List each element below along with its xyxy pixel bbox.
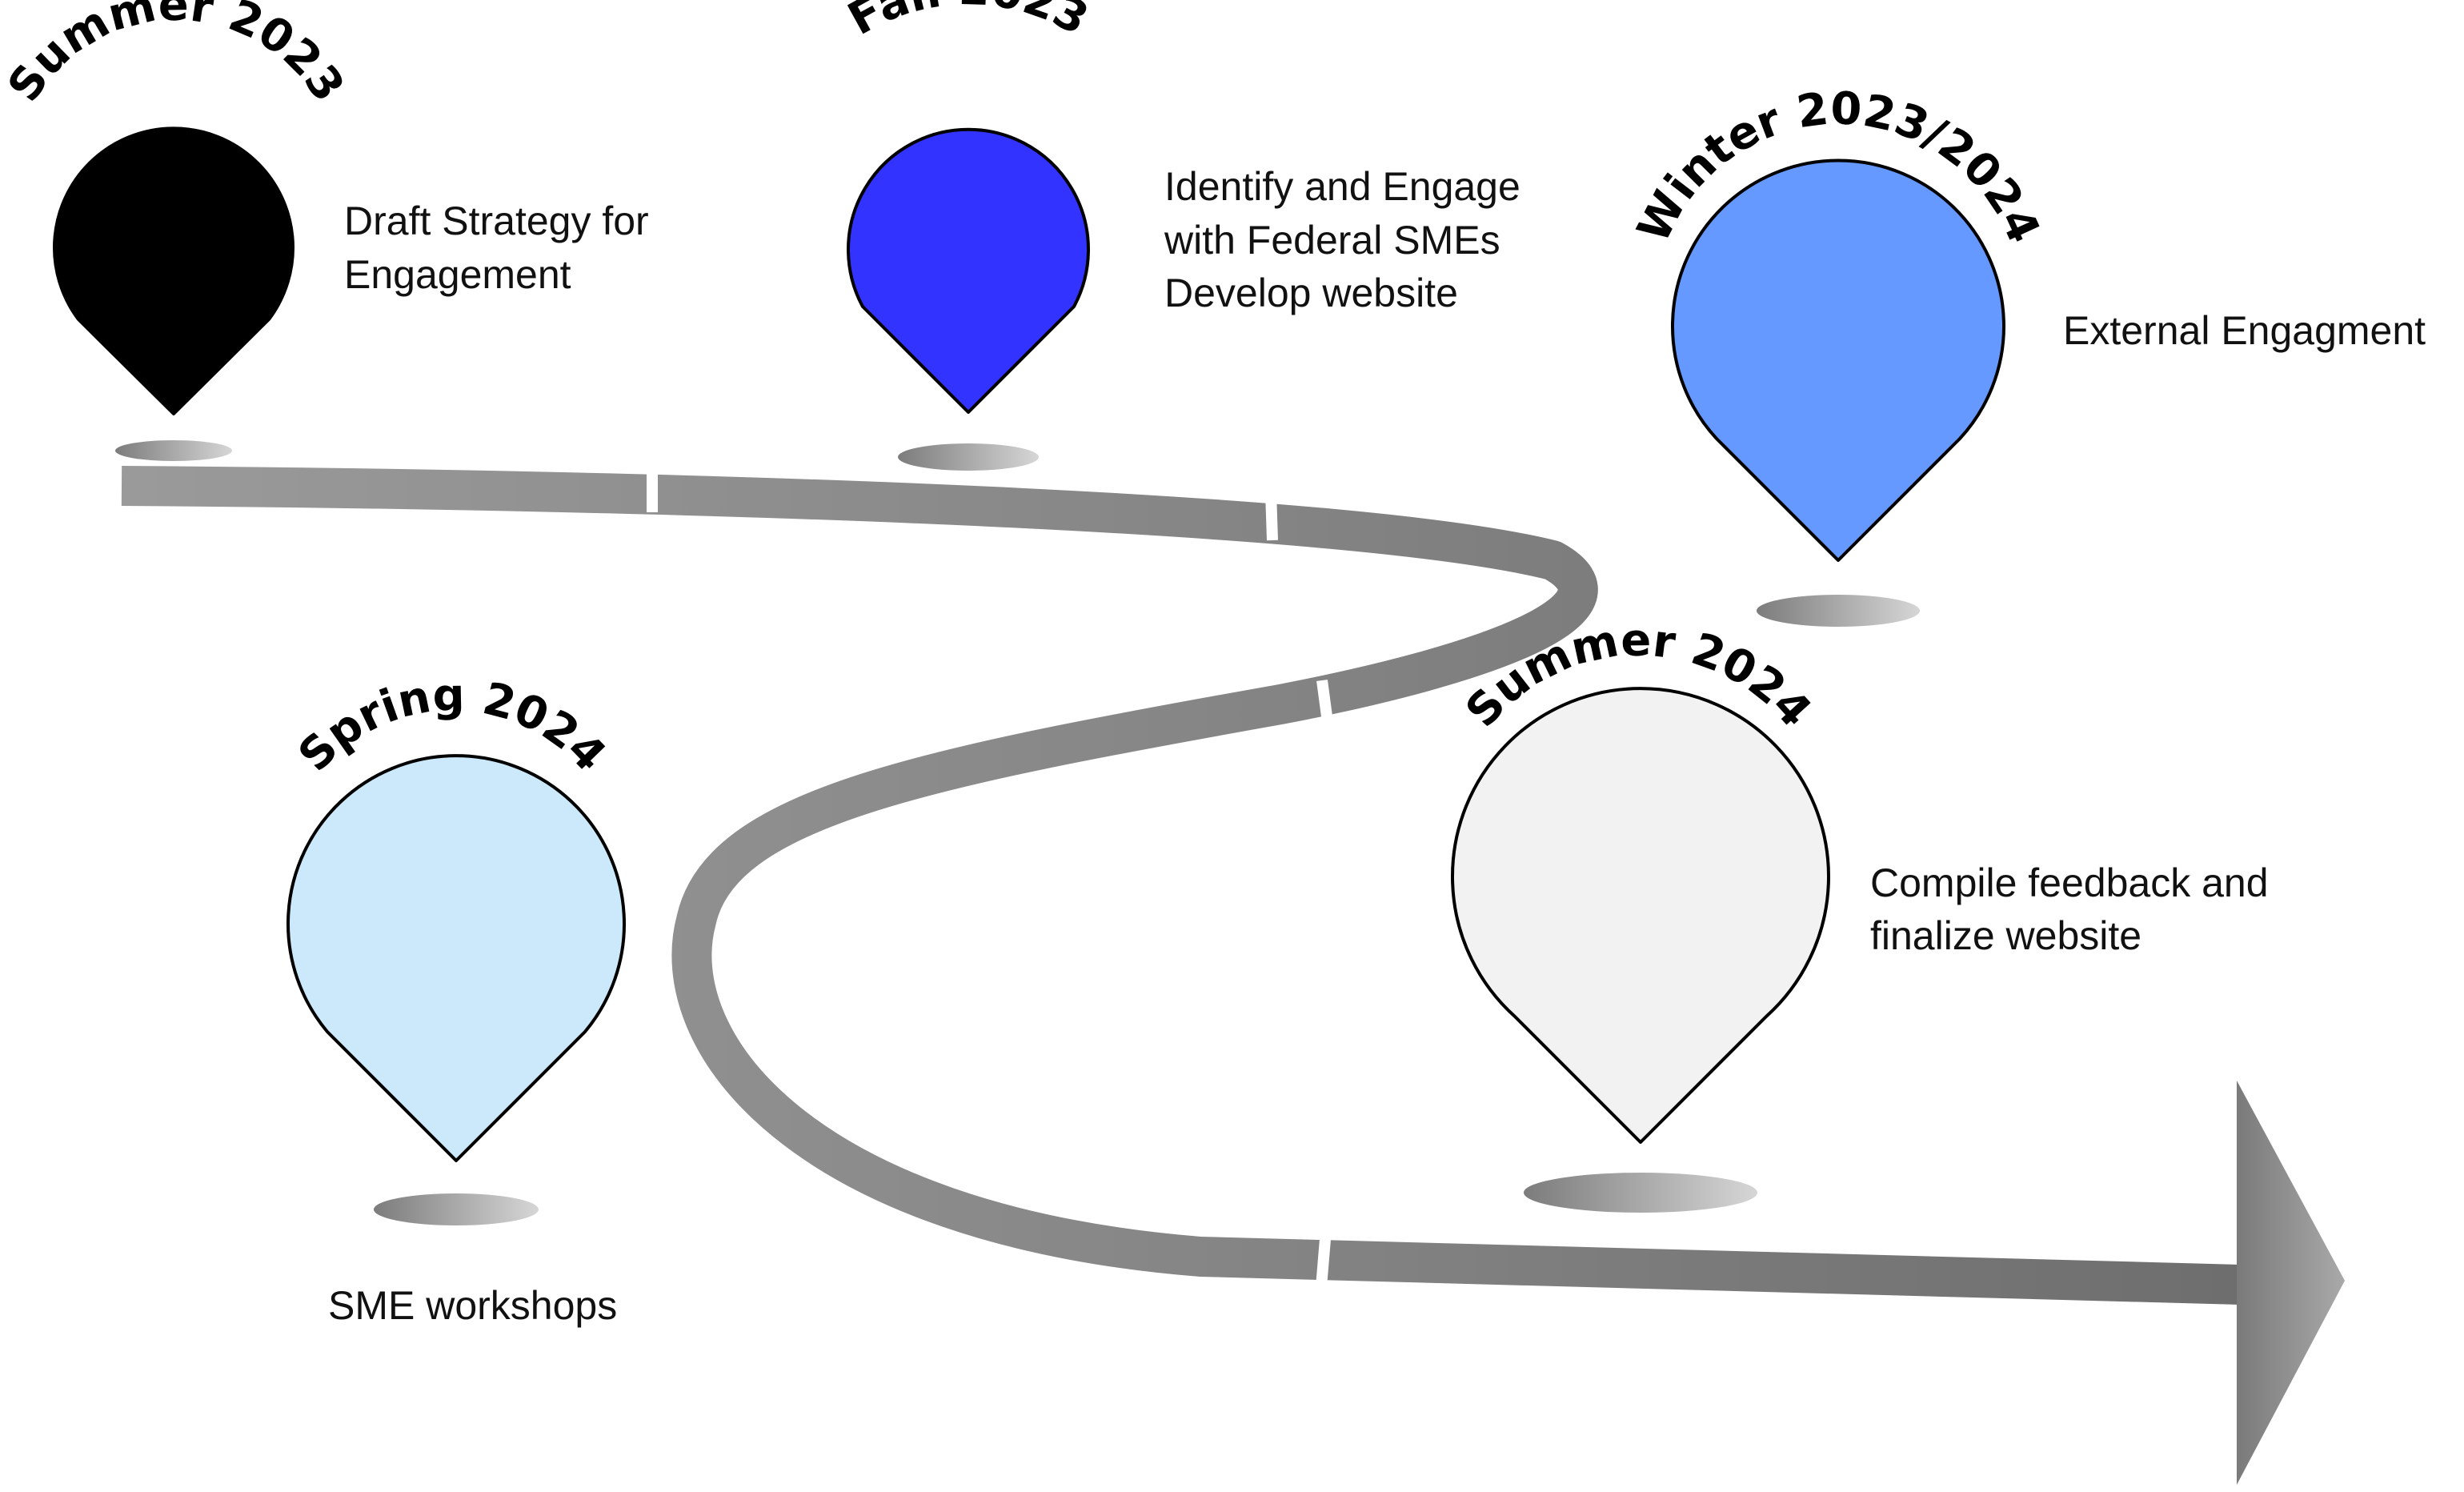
timeline-arrowhead <box>2237 1081 2345 1485</box>
winter-2023-2024-description: External Engagment <box>2063 308 2426 353</box>
road-gap <box>1265 491 1278 541</box>
pin-shadow <box>374 1193 539 1225</box>
pin-winter-2023-2024-marker <box>1671 158 2005 562</box>
spring-2024-description: SME workshops <box>328 1283 617 1328</box>
milestone-descriptions: Draft Strategy for Engagement Identify a… <box>328 164 2426 1328</box>
pin-spring-2024-marker <box>286 754 626 1162</box>
timeline-road <box>121 464 2345 1485</box>
summer-2024-description: Compile feedback and finalize website <box>1870 860 2279 958</box>
pin-shadows <box>115 440 1920 1225</box>
pin-shadow <box>1524 1173 1757 1213</box>
pin-shadow <box>898 443 1039 471</box>
fall-2023-description: Identify and Engage with Federal SMEs De… <box>1164 164 1532 315</box>
pin-shadow <box>1757 595 1920 627</box>
season-label-summer-2023: Summer 2023 <box>0 0 355 111</box>
pin-summer-2024-marker <box>1451 687 1830 1144</box>
map-pins <box>53 126 2005 1162</box>
road-gap <box>1315 1200 1334 1297</box>
pin-fall-2023-marker <box>847 127 1090 414</box>
road-gap <box>1316 680 1336 741</box>
summer-2023-description: Draft Strategy for Engagement <box>344 199 660 297</box>
pin-shadow <box>115 440 232 461</box>
season-label-fall-2023: Fall 2023 <box>839 0 1096 46</box>
pin-summer-2023-marker <box>53 126 294 415</box>
